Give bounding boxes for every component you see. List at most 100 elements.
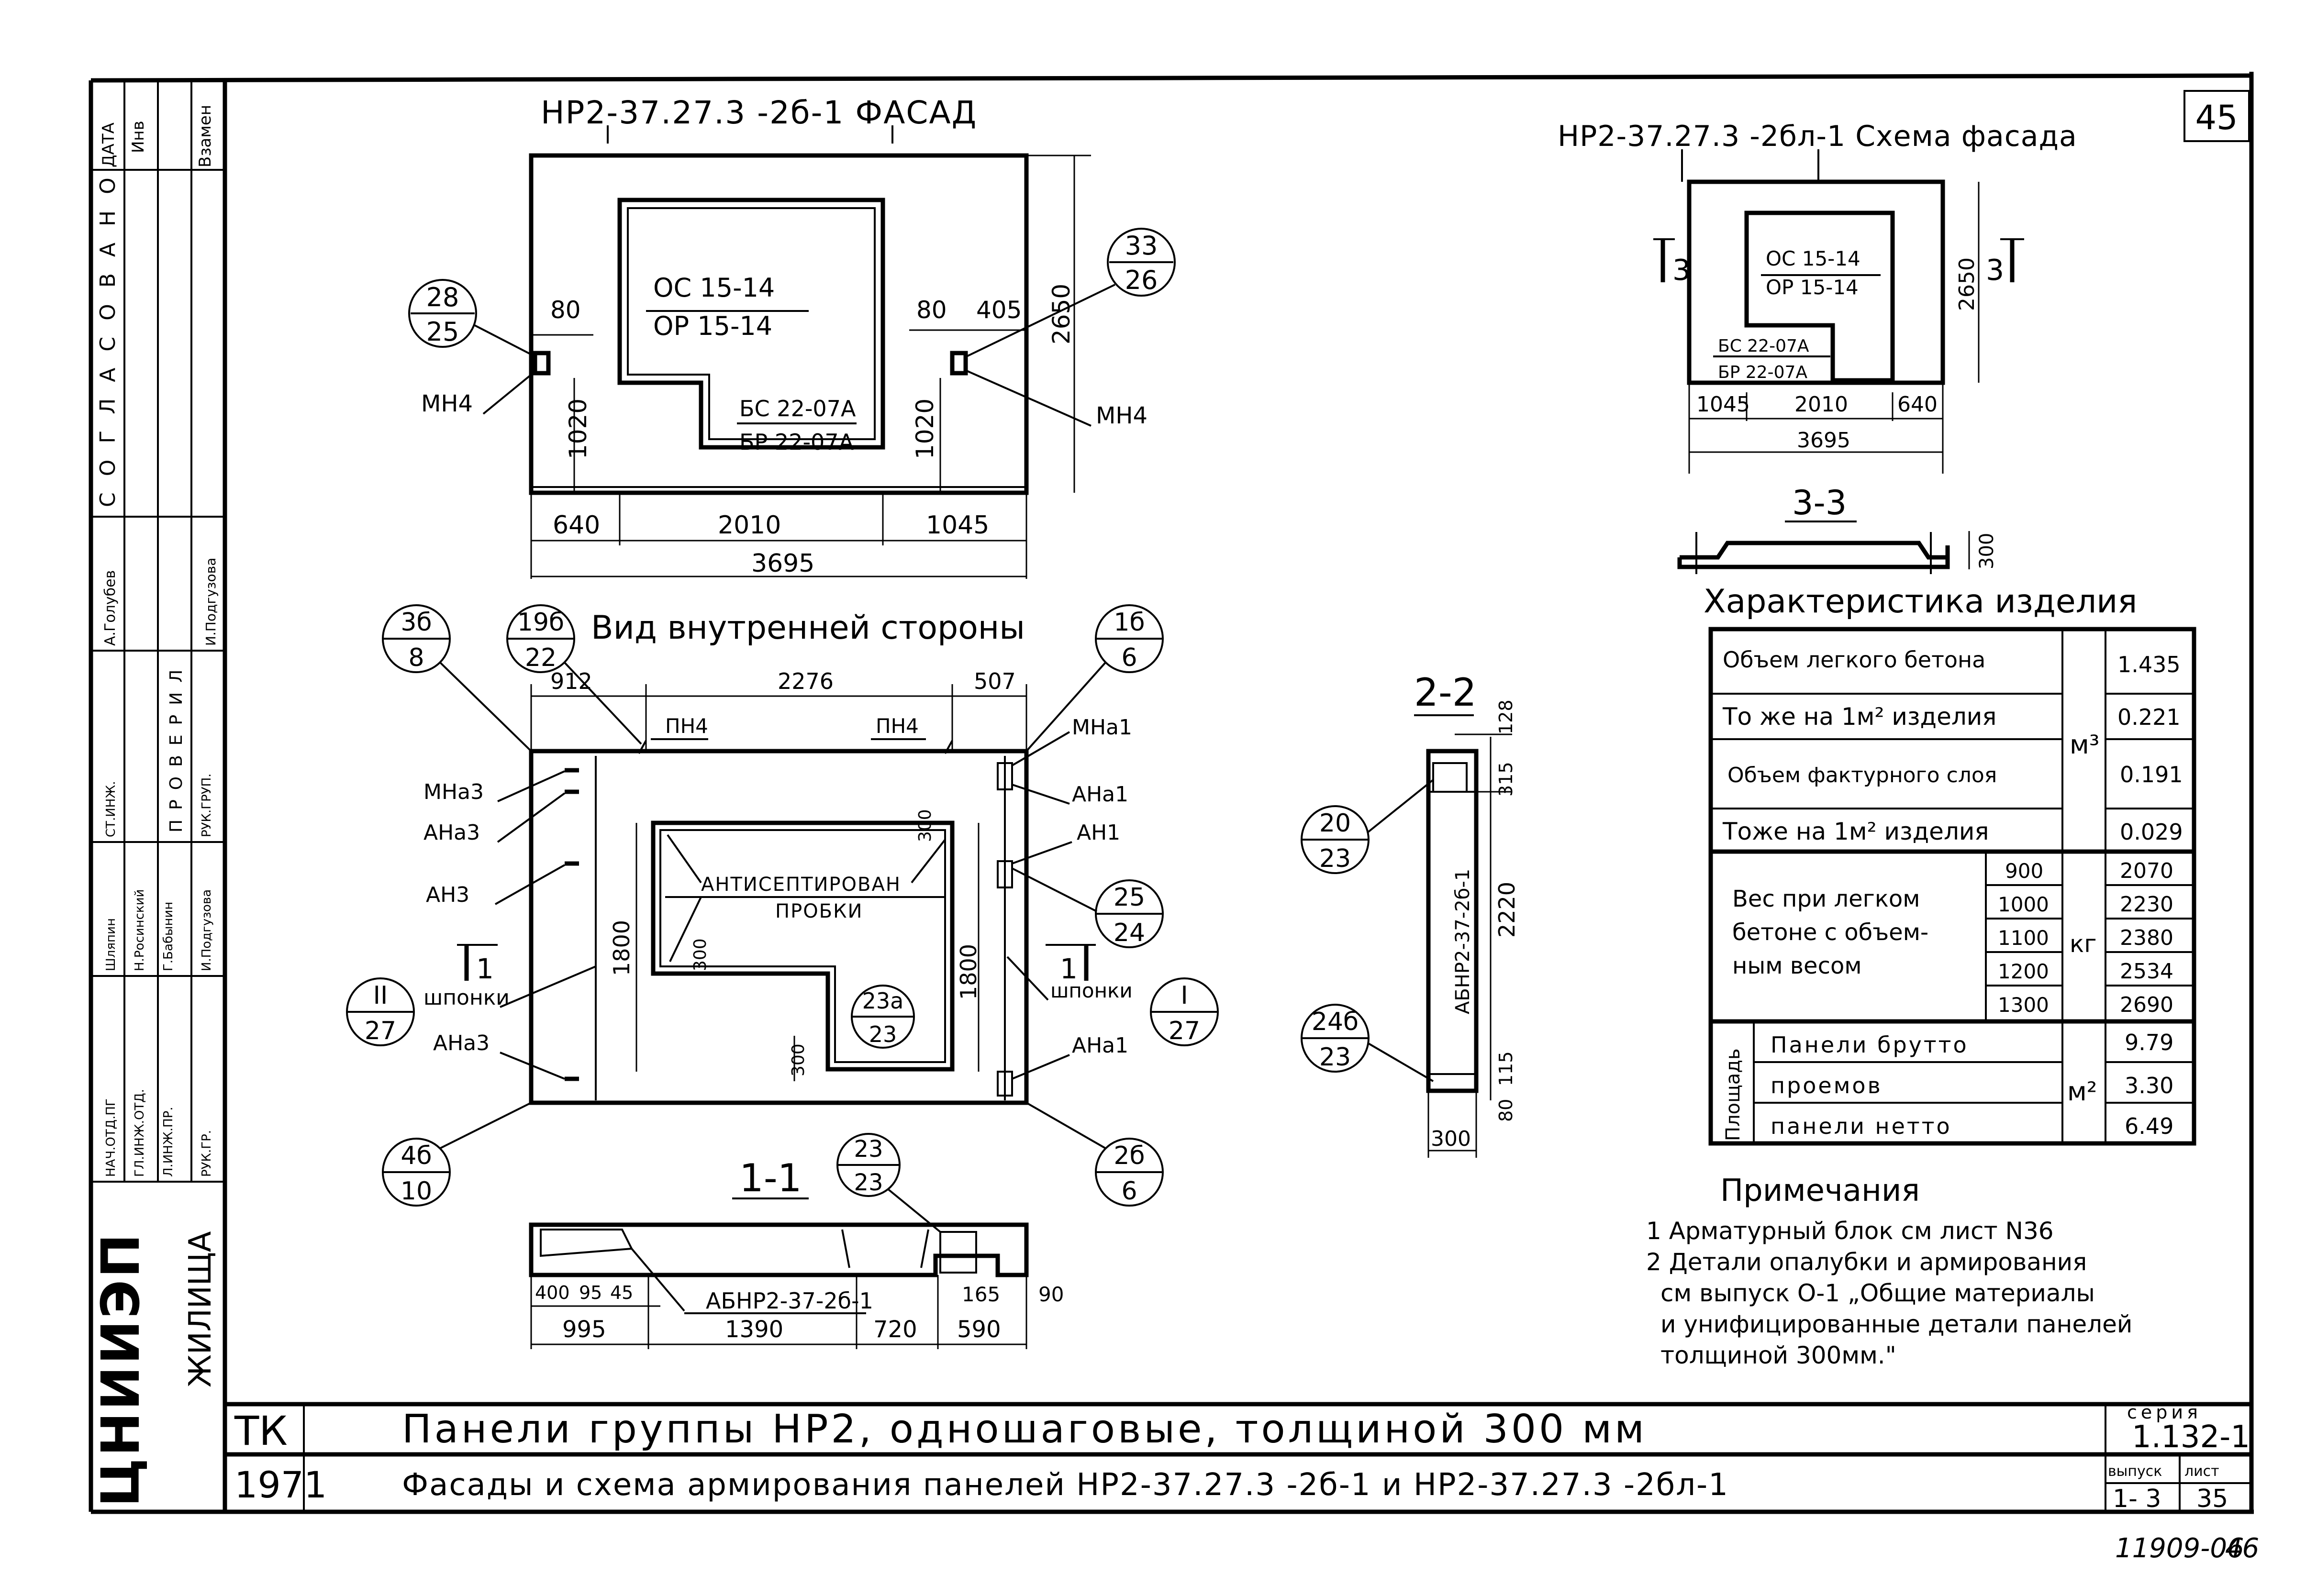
title-sheet-label: лист [2184,1463,2219,1480]
inner-dim-507: 507 [974,668,1016,694]
inner-dim-1800-left: 1800 [609,920,635,976]
sec11-dim-995: 995 [562,1316,606,1343]
specs-area-openings-label: проемов [1771,1073,1883,1098]
sec11-dim-90: 90 [1038,1283,1064,1306]
notes-line-3: см выпуск О-1 „Общие материалы [1660,1279,2095,1307]
sec11-label: АБНР2-37-2б-1 [706,1288,873,1314]
svg-text:3б: 3б [401,608,432,637]
notes-line-5: толщиной 300мм." [1660,1341,1896,1369]
specs-row-3-label: Объем фактурного слоя [1727,763,1997,787]
bubble-4b-10: 4б 10 [382,1102,532,1207]
title-block: ТК 1971 Панели группы НР2, одношаговые, … [225,1402,2251,1513]
stamp-date: ДАТА [99,122,118,167]
svg-text:I: I [1181,981,1188,1010]
inner-dim-1800-right: 1800 [956,944,981,1000]
specs-row-1-value: 1.435 [2117,652,2181,677]
inner-center-bottom: ПРОБКИ [775,900,863,922]
stamp-replace: Взамен [196,105,215,167]
stamp-role-1: НАЧ.ОТД.ПГ [104,1098,118,1177]
title-line-1: Панели группы НР2, одношаговые, толщиной… [402,1407,1647,1452]
inner-pn-right: ПН4 [876,714,919,738]
section-2-2: 2-2 АБНР2-37-2б-1 128 315 2220 115 80 30… [1301,670,1520,1158]
specs-weight-2690: 2690 [2120,993,2173,1017]
sec22-width: 300 [1431,1127,1471,1151]
stamp-name-1: А.Голубев [102,570,119,646]
specs-density-1200: 1200 [1998,960,2049,983]
facade-window-top: ОС 15-14 [653,273,775,303]
sec22-bubble-top-b: 23 [1319,844,1351,873]
schema-window-top: ОС 15-14 [1766,247,1860,270]
stamp-inv: Инв [129,121,148,153]
title-series-label: серия [2127,1402,2202,1423]
specs-table: Характеристика изделия Объем легкого бет… [1704,583,2196,1146]
specs-area-netto-label: панели нетто [1771,1113,1952,1139]
specs-row-4-value: 0.029 [2120,819,2183,845]
inner-dim-300-c: 300 [789,1043,808,1076]
sec22-dim-128: 128 [1495,699,1516,734]
stamp-person-3: Г.Бабынин [161,902,176,971]
facade-dim-80-right: 80 [916,296,947,324]
svg-text:8: 8 [408,643,424,672]
schema-dim-1045: 1045 [1696,392,1750,417]
schema-dim-height: 2650 [1955,257,1979,311]
inner-label-ana1-bottom: АНа1 [1072,1033,1128,1058]
schema-section-title: 3-3 [1792,483,1847,522]
specs-weight-2534: 2534 [2120,959,2173,984]
schema-section-dim: 300 [1976,533,1998,569]
sec11-bubble-bottom: 23 [854,1169,883,1196]
title-issue-label: выпуск [2108,1463,2162,1480]
org-text: ЖИЛИЩА [183,1231,218,1387]
specs-weight-label-3: ным весом [1732,953,1862,979]
facade-dim-1045: 1045 [926,511,989,540]
sec22-dim-115: 115 [1495,1051,1516,1086]
facade-tag-left: МН4 [421,390,473,417]
notes-line-1: 1 Арматурный блок см лист N36 [1646,1217,2054,1245]
facade-bubble-left-bottom: 25 [426,317,459,347]
stamp-checked: ПРОВЕРИЛ [167,660,186,832]
sec11-profile [529,1222,1029,1277]
sec11-dim-400: 400 [535,1282,570,1303]
specs-row-1-label: Объем легкого бетона [1723,647,1985,673]
facade-tag-right: МН4 [1096,402,1147,429]
inner-reinforcement [651,820,955,1072]
bubble-19b-22: 19б 22 [506,604,642,745]
stamp-agreed: СОГЛАСОВАНО [96,161,120,507]
sec11-dim-95: 95 [579,1282,602,1303]
svg-text:2б: 2б [1114,1142,1145,1170]
specs-row-3-value: 0.191 [2120,762,2183,787]
bubble-2b-6: 2б 6 [1026,1102,1164,1207]
left-stamp: ДАТА Инв Взамен СОГЛАСОВАНО ПРОВЕРИЛ А.Г… [90,80,225,1507]
sec22-bubble-top-a: 20 [1319,809,1351,838]
svg-text:19б: 19б [517,608,564,637]
inner-dim-2276: 2276 [778,668,834,694]
specs-weight-2070: 2070 [2120,859,2173,883]
svg-text:23: 23 [869,1021,897,1047]
schema-door-bottom: БР 22-07А [1718,363,1807,382]
specs-weight-2380: 2380 [2120,926,2173,950]
inner-dim-300-a: 300 [915,809,935,842]
svg-text:24: 24 [1114,919,1145,947]
facade-bubble-right-top: 33 [1125,231,1158,261]
inner-label-shponki-right: шпонки [1050,979,1133,1002]
schema-dim-2010: 2010 [1794,392,1848,417]
facade-dim-405: 405 [976,296,1022,324]
bubble-3b-8: 3б 8 [382,604,532,752]
title-series: 1.132-1 [2132,1419,2250,1455]
inner-dim-300-b: 300 [691,938,710,971]
bubble-I-27: I 27 [1150,977,1219,1046]
schema-door-top: БС 22-07А [1718,336,1809,356]
svg-text:27: 27 [365,1017,396,1045]
section-1-1: 1-1 АБНР2-37-2б-1 23 23 400 95 45 165 90… [529,1133,1064,1349]
inner-section-left: 1 [476,953,494,985]
inner-pn-left: ПН4 [665,714,708,738]
notes-line-4: и унифицированные детали панелей [1660,1310,2132,1338]
facade-title: НР2-37.27.3 -2б-1 ФАСАД [541,94,977,131]
schema-view: НР2-37.27.3 -2бл-1 Схема фасада ОС 15-14… [1558,120,2077,574]
sheet-frame [89,72,2254,1514]
facade-window-bottom: ОР 15-14 [653,311,772,341]
facade-dim-height: 2650 [1047,284,1075,344]
svg-text:10: 10 [401,1177,432,1206]
specs-weight-unit: кг [2070,930,2096,958]
specs-area-brutto-label: Панели брутто [1771,1032,1969,1058]
